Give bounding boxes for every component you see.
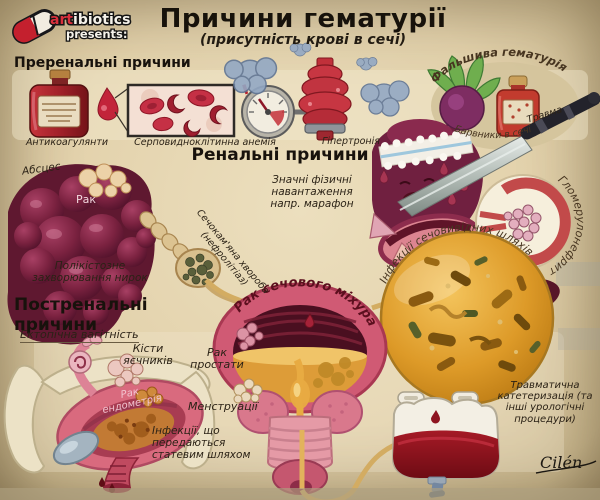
ovarian-cysts-illustration xyxy=(107,353,144,388)
label-catheterization: Травматична катетеризація (та інші уроло… xyxy=(497,380,593,425)
knife-illustration xyxy=(397,92,600,217)
bladder-tumor xyxy=(236,322,264,351)
renal-heading: Ренальні причини xyxy=(191,145,369,165)
bottom-shade xyxy=(0,488,600,500)
logo-presents: presents: xyxy=(66,27,127,41)
bg-band xyxy=(558,328,600,350)
bladder-illustration xyxy=(212,282,388,470)
prostate-tumor xyxy=(233,378,263,404)
postrenal-heading: Постренальні причини xyxy=(14,295,148,335)
svg-text:artibiotics: artibiotics xyxy=(50,12,130,28)
logo-brand-red: art xyxy=(50,12,73,28)
logo: artibiotics presents: xyxy=(12,9,132,44)
anticoagulant-bottle-illustration xyxy=(29,69,89,138)
female-reproductive-illustration xyxy=(3,335,216,493)
label-hypertension: Гіпертронія xyxy=(322,136,380,147)
sickle-cell-anemia-illustration xyxy=(126,83,236,138)
label-menstruation: Менструації xyxy=(188,400,258,413)
label-sti: Інфекції, що передаються статевим шляхом xyxy=(152,425,251,461)
label-exercise: Значні фізичні навантаження напр. марафо… xyxy=(270,174,354,210)
label-ectopic: Ектопічна вагітність xyxy=(20,328,139,344)
page-subtitle: (присутність крові в сечі) xyxy=(199,32,407,48)
logo-brand-rest: ibiotics xyxy=(73,12,130,28)
label-ovarian-cysts: Кісти яєчників xyxy=(123,342,173,368)
catheter-blood-bag-illustration xyxy=(391,391,501,498)
label-kidney-cancer: Рак xyxy=(76,193,97,206)
prerenal-heading: Преренальні причини xyxy=(14,55,191,71)
page-title: Причини гематурії xyxy=(159,4,447,34)
kidney-abscess-illustration xyxy=(78,163,132,198)
pill-icon xyxy=(12,9,57,44)
artist-signature: Cilén xyxy=(535,453,597,474)
polycystic-kidney-illustration xyxy=(7,163,156,345)
blood-drop-icon xyxy=(97,86,131,136)
label-polycystic: Полікістозне захворювання нирок xyxy=(32,260,148,284)
label-anticoagulants: Антикоагулянти xyxy=(25,137,109,148)
label-prostate-cancer: Рак простати xyxy=(190,346,244,372)
bg-band xyxy=(556,262,600,286)
uti-illustration xyxy=(379,230,555,406)
sweatband xyxy=(378,130,474,170)
label-sickle-cell: Серповидноклітинна анемія xyxy=(134,137,276,148)
